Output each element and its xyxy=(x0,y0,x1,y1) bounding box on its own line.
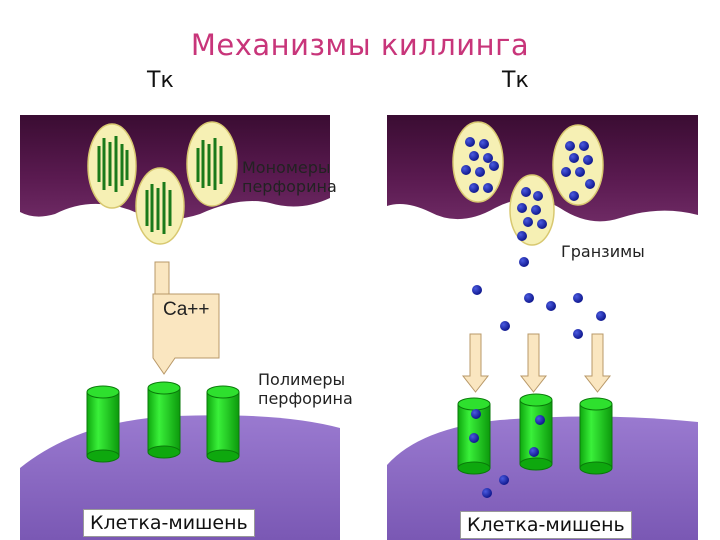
granzyme-granule xyxy=(510,175,554,245)
perforin-polymer-label: Полимеры перфорина xyxy=(258,370,353,408)
perforin-channel xyxy=(520,394,552,470)
granzyme-label: Гранзимы xyxy=(561,242,645,261)
perforin-channel xyxy=(148,382,180,458)
perforin-granule xyxy=(187,122,237,206)
released-granzymes xyxy=(472,257,606,339)
right-target-cell-label: Клетка-мишень xyxy=(460,511,632,539)
perforin-monomer-label: Мономеры перфорина xyxy=(242,158,337,196)
perforin-channel xyxy=(87,386,119,462)
granzyme-granule xyxy=(553,125,603,205)
granzyme-granule xyxy=(453,122,503,202)
perforin-channel xyxy=(207,386,239,462)
perforin-granule xyxy=(136,168,184,244)
perforin-channel xyxy=(580,398,612,474)
perforin-channel xyxy=(458,398,490,474)
perforin-granule xyxy=(88,124,136,208)
left-target-cell-label: Клетка-мишень xyxy=(83,509,255,537)
granzyme-entry-arrows xyxy=(463,334,610,392)
calcium-label: Ca++ xyxy=(163,300,209,319)
